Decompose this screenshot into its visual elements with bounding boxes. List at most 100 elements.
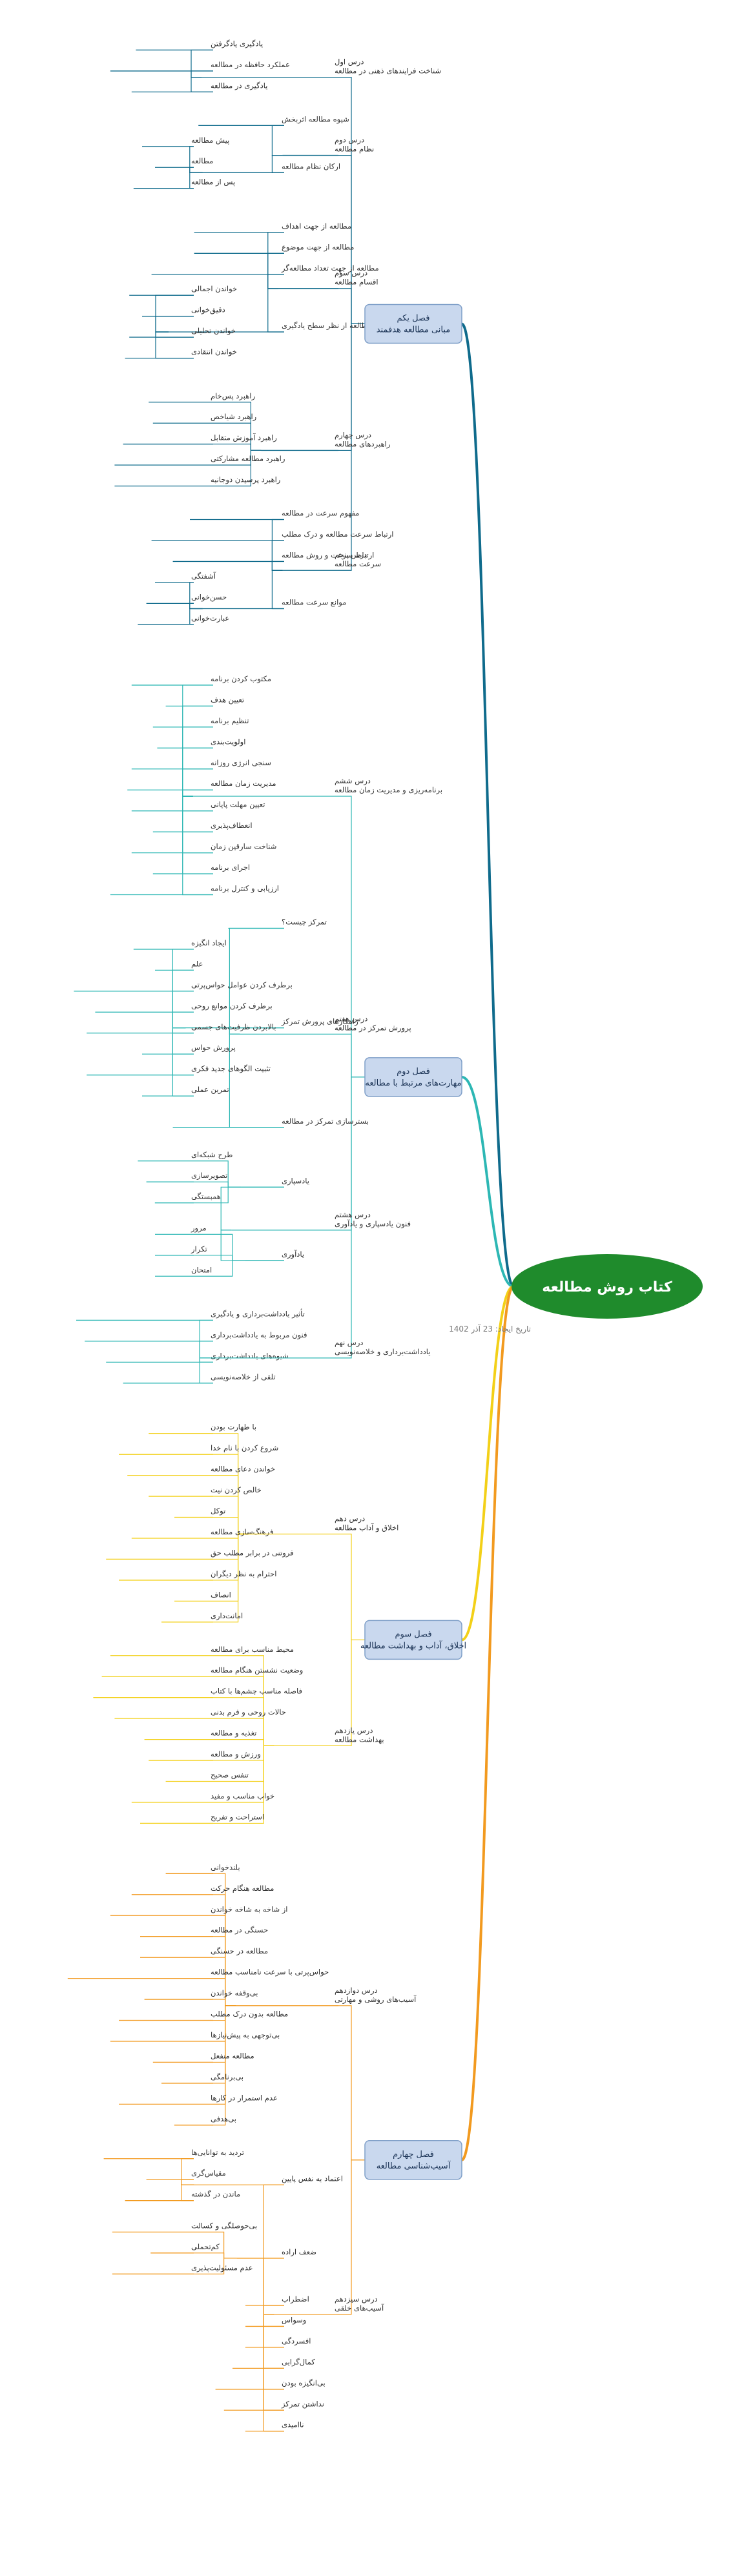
leaf-0-2-3-3[interactable]: خواندن انتقادی <box>125 347 237 359</box>
leaf-3-1-0-1[interactable]: مقیاس‌گری <box>146 2169 226 2180</box>
subtopic-0-1-1[interactable]: ارکان نظام مطالعه <box>202 161 340 173</box>
leaf-2-0-8[interactable]: انصاف <box>174 1590 231 1602</box>
leaf-1-2-1-2[interactable]: امتحان <box>155 1265 212 1277</box>
leaf-3-0-3[interactable]: حسنگی در مطالعه <box>140 1926 268 1937</box>
leaf-0-3-2[interactable]: راهبرد آموزش متقابل <box>123 433 277 445</box>
leaf-3-1-7[interactable]: نداشتن تمرکز <box>223 2399 324 2411</box>
leaf-0-1-1-0[interactable]: پیش مطالعه <box>142 136 229 147</box>
leaf-1-2-0-2[interactable]: همبستگی <box>154 1192 221 1204</box>
leaf-1-0-4[interactable]: سنجی انرژی روزانه <box>131 758 271 770</box>
leaf-1-0-2[interactable]: تنظیم برنامه <box>152 716 249 728</box>
leaf-0-0-0[interactable]: یادگیری یادگرفتن <box>136 39 263 51</box>
leaf-3-1-1-0[interactable]: بی‌حوصلگی و کسالت <box>112 2221 257 2233</box>
leaf-3-1-3[interactable]: وسواس <box>245 2315 306 2327</box>
leaf-2-1-0[interactable]: محیط مناسب برای مطالعه <box>110 1645 294 1656</box>
leaf-3-0-8[interactable]: بی‌توجهی به پیش‌نیازها <box>110 2030 280 2042</box>
root-topic[interactable]: کتاب روش مطالعه <box>512 1254 703 1319</box>
leaf-3-1-8[interactable]: ناامیدی <box>245 2420 304 2432</box>
leaf-0-2-3-0[interactable]: خواندن اجمالی <box>129 284 237 296</box>
leaf-2-0-6[interactable]: فروتنی در برابر مطلب حق <box>106 1548 294 1560</box>
leaf-1-1-1-0[interactable]: ایجاد انگیزه <box>133 938 227 950</box>
leaf-1-0-8[interactable]: شناخت سارقین زمان <box>131 842 277 854</box>
leaf-3-1-6[interactable]: بی‌انگیزه بودن <box>215 2378 326 2390</box>
leaf-1-0-7[interactable]: انعطاف‌پذیری <box>152 821 253 832</box>
leaf-0-3-1[interactable]: راهبرد شیاخص <box>152 412 256 424</box>
leaf-1-1-2[interactable]: بسترسازی تمرکز در مطالعه <box>172 1117 369 1128</box>
leaf-2-0-2[interactable]: خواندن دعای مطالعه <box>127 1465 275 1476</box>
subtopic-0-2-3[interactable]: مطالعه از نظر سطح یادگیری <box>169 321 371 333</box>
leaf-2-0-0[interactable]: با طهارت بودن <box>149 1423 256 1434</box>
leaf-1-3-3[interactable]: تلقی از خلاصه‌نویسی <box>123 1372 276 1384</box>
leaf-3-1-1-1[interactable]: کم‌تحملی <box>150 2242 220 2254</box>
leaf-1-2-1-1[interactable]: تکرار <box>155 1244 207 1256</box>
leaf-3-0-1[interactable]: مطالعه هنگام حرکت <box>131 1884 274 1895</box>
leaf-2-1-1[interactable]: وضعیت نشستن هنگام مطالعه <box>101 1665 304 1677</box>
leaf-3-0-2[interactable]: از شاخه به شاخه خواندن <box>110 1904 288 1916</box>
leaf-3-0-4[interactable]: مطالعه در حسنگی <box>140 1946 268 1958</box>
leaf-2-1-6[interactable]: تنفس صحیح <box>165 1771 249 1782</box>
leaf-0-2-1[interactable]: مطالعه از جهت موضوع <box>194 242 355 254</box>
leaf-3-0-9[interactable]: مطالعه منفعل <box>152 2051 254 2063</box>
leaf-0-0-1[interactable]: عملکرد حافظه در مطالعه <box>110 60 290 72</box>
leaf-3-1-5[interactable]: کمال‌گرایی <box>233 2357 315 2369</box>
leaf-1-0-6[interactable]: تعیین مهلت پایانی <box>131 800 265 812</box>
leaf-0-1-0[interactable]: شیوه مطالعه اثربخش <box>198 114 349 126</box>
leaf-2-1-3[interactable]: حالات روحی و فرم بدنی <box>114 1707 286 1719</box>
leaf-3-0-10[interactable]: بی‌برنامگی <box>161 2072 243 2084</box>
leaf-1-2-0-0[interactable]: طرح شبکه‌ای <box>138 1150 233 1162</box>
leaf-3-1-2[interactable]: اضطراب <box>245 2294 309 2306</box>
leaf-0-2-3-2[interactable]: خواندن تحلیلی <box>129 326 236 338</box>
leaf-0-1-1-2[interactable]: پس از مطالعه <box>133 178 235 189</box>
leaf-3-0-0[interactable]: بلندخوانی <box>165 1862 240 1874</box>
leaf-0-2-3-1[interactable]: دقیق‌خوانی <box>142 305 225 317</box>
leaf-2-0-1[interactable]: شروع کردن با نام خدا <box>119 1443 278 1455</box>
subtopic-1-1-1[interactable]: راهکارهای پرورش تمرکز <box>185 1017 358 1029</box>
leaf-2-0-5[interactable]: فرهنگ‌سازی مطالعه <box>131 1527 274 1539</box>
leaf-1-1-1-2[interactable]: برطرف کردن عوامل حواس‌پرتی <box>74 980 293 992</box>
leaf-0-3-3[interactable]: راهبرد مطالعه مشارکتی <box>114 454 285 466</box>
subtopic-0-4-3[interactable]: موانع سرعت مطالعه <box>202 597 347 610</box>
leaf-1-0-1[interactable]: تعیین هدف <box>165 695 245 707</box>
leaf-0-4-2[interactable]: ارتباط سرعت و روش مطالعه <box>172 550 375 562</box>
leaf-3-1-1-2[interactable]: عدم مسئولیت‌پذیری <box>112 2263 253 2274</box>
leaf-3-0-5[interactable]: حواس‌پرتی با سرعت نامناسب مطالعه <box>67 1968 329 1979</box>
subtopic-1-2-1[interactable]: یادآوری <box>245 1250 304 1261</box>
leaf-1-3-1[interactable]: فنون مربوط به یادداشت‌برداری <box>85 1330 307 1342</box>
leaf-0-3-0[interactable]: راهبرد پس‌خام <box>149 391 255 403</box>
leaf-2-0-9[interactable]: امانت‌داری <box>161 1611 243 1623</box>
leaf-0-4-3-2[interactable]: عبارت‌خوانی <box>138 613 229 625</box>
leaf-0-4-3-1[interactable]: حسن‌خوانی <box>146 592 227 604</box>
leaf-3-1-0-0[interactable]: تردید به توانایی‌ها <box>103 2148 244 2159</box>
leaf-1-0-0[interactable]: مکتوب کردن برنامه <box>131 674 271 686</box>
leaf-3-0-11[interactable]: عدم استمرار در کارها <box>119 2093 278 2105</box>
leaf-1-0-10[interactable]: ارزیابی و کنترل برنامه <box>110 884 279 896</box>
leaf-0-3-4[interactable]: راهبرد پرسیدن دوجانبه <box>114 475 280 487</box>
leaf-2-1-2[interactable]: فاصله مناسب چشم‌ها با کتاب <box>93 1687 302 1698</box>
leaf-1-1-1-4[interactable]: بالابردن ظرفیت‌های جسمی <box>87 1022 276 1034</box>
leaf-2-1-5[interactable]: ورزش و مطالعه <box>149 1749 261 1761</box>
leaf-3-1-4[interactable]: افسردگی <box>245 2336 311 2348</box>
leaf-3-1-0-2[interactable]: ماندن در گذشته <box>125 2190 241 2201</box>
subtopic-1-2-0[interactable]: یادسپاری <box>241 1176 309 1188</box>
leaf-3-0-7[interactable]: مطالعه بدون درک مطلب <box>119 2010 288 2021</box>
leaf-1-1-1-7[interactable]: تمرین عملی <box>142 1085 229 1097</box>
leaf-0-4-0[interactable]: مفهوم سرعت در مطالعه <box>190 509 359 520</box>
leaf-1-3-0[interactable]: تأثیر یادداشت‌برداری و یادگیری <box>76 1308 305 1321</box>
leaf-2-0-3[interactable]: خالص کردن نیت <box>149 1485 262 1497</box>
leaf-1-1-1-1[interactable]: علم <box>155 959 203 971</box>
leaf-0-1-1-1[interactable]: مطالعه <box>155 156 213 168</box>
leaf-2-1-7[interactable]: خواب مناسب و مفید <box>131 1791 274 1803</box>
